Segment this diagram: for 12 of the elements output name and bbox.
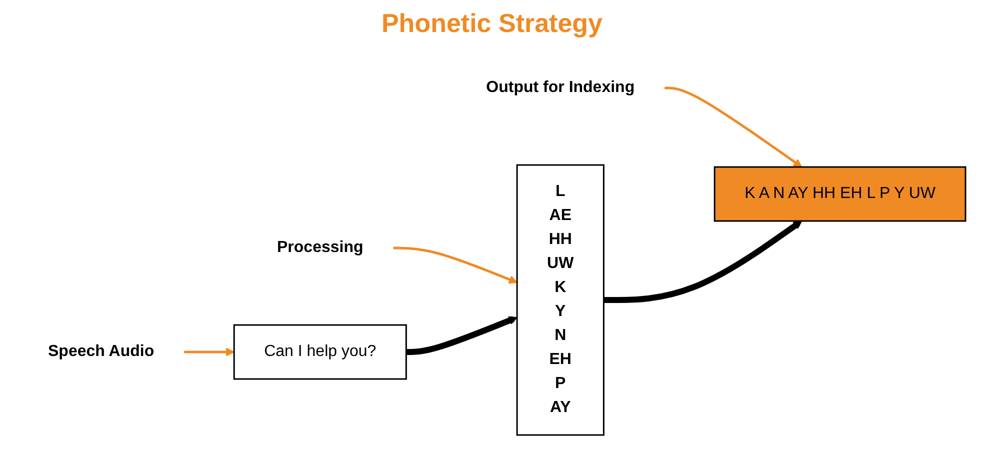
node-box: K A N AY HH EH L P Y UW — [714, 166, 966, 222]
diagram-title: Phonetic Strategy — [380, 8, 604, 39]
arrow — [184, 348, 235, 356]
node-box: L AE HH UW K Y N EH P AY — [516, 164, 605, 436]
arrow — [394, 246, 518, 284]
arrow — [604, 220, 802, 303]
node-text: Output for Indexing — [486, 79, 635, 96]
node-text: Processing — [277, 239, 364, 256]
arrow — [406, 316, 518, 355]
node-box: Can I help you? — [234, 324, 408, 380]
node-text: Speech Audio — [48, 343, 154, 360]
arrow — [664, 86, 802, 168]
